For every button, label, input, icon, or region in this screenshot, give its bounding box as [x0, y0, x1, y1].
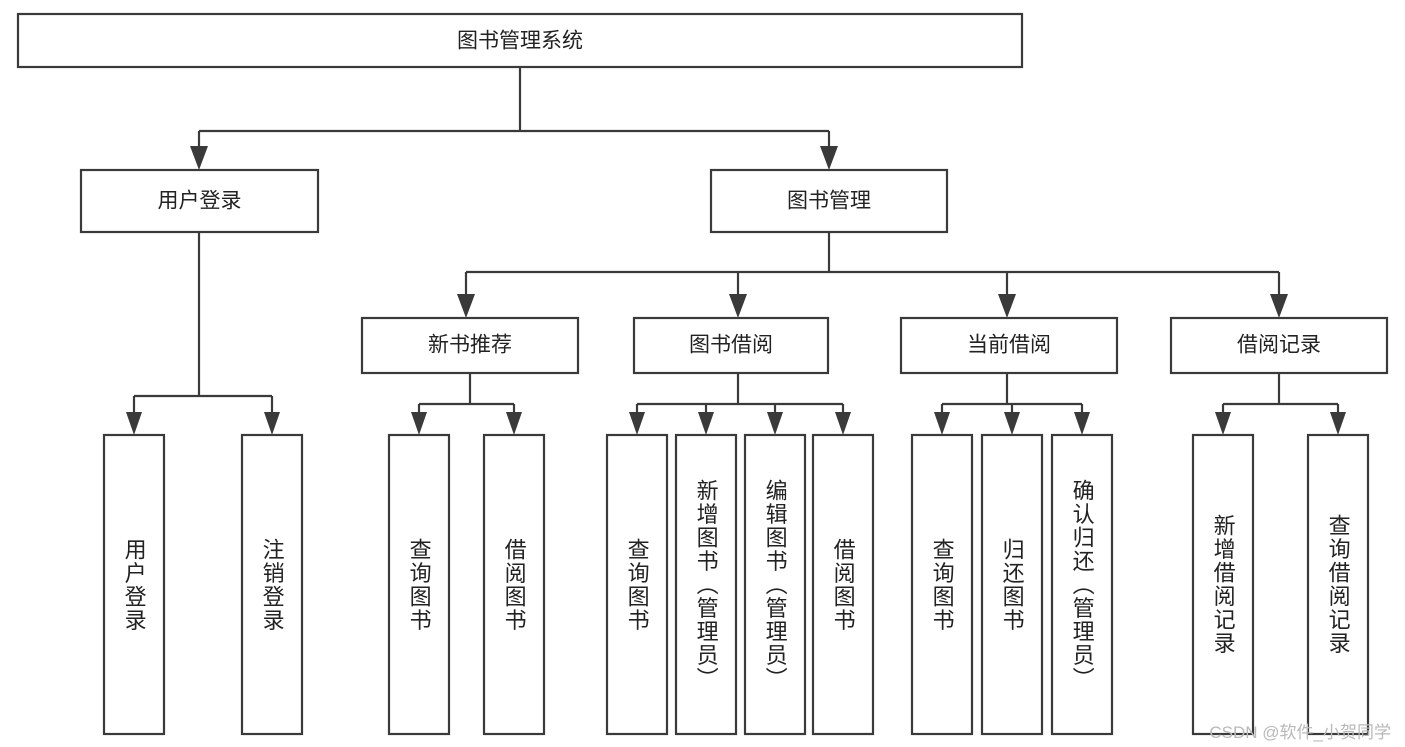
arrowhead-leaf-confirm-return — [1074, 412, 1090, 435]
arrowhead-leaf-query-book-1 — [411, 412, 427, 435]
node-borrow-record[interactable]: 借阅记录 — [1169, 316, 1389, 375]
arrowhead-leaf-query-book-2 — [629, 412, 645, 435]
connector-group-root — [190, 67, 838, 170]
leaf-box-query-record[interactable] — [1306, 433, 1370, 736]
leaf-box-query-book-3[interactable] — [910, 433, 974, 736]
node-borrow-record-label: 借阅记录 — [1237, 334, 1321, 357]
node-current-borrow[interactable]: 当前借阅 — [899, 316, 1119, 375]
leaf-box-borrow-book-1[interactable] — [482, 433, 546, 736]
leaf-box-return-book[interactable] — [980, 433, 1044, 736]
leaf-box-add-record[interactable] — [1191, 433, 1255, 736]
node-book-borrow-box[interactable] — [632, 316, 830, 375]
arrowhead-user-login — [190, 146, 208, 170]
node-current-borrow-label: 当前借阅 — [967, 334, 1051, 357]
leaf-box-add-book[interactable] — [674, 433, 738, 736]
arrowhead-new-book-recommend — [457, 294, 475, 318]
node-user-login-box[interactable] — [79, 168, 320, 234]
node-book-management-box[interactable] — [709, 168, 949, 234]
arrowhead-book-borrow — [729, 294, 747, 318]
node-root-label: 图书管理系统 — [457, 30, 583, 53]
arrowhead-book-management — [820, 146, 838, 170]
arrowhead-leaf-borrow-book-2 — [835, 412, 851, 435]
arrowhead-leaf-add-record — [1215, 412, 1231, 435]
node-new-book-recommend[interactable]: 新书推荐 — [360, 316, 580, 375]
node-borrow-record-box[interactable] — [1169, 316, 1389, 375]
node-root[interactable]: 图书管理系统 — [16, 12, 1024, 69]
connector-group-book-borrow — [629, 373, 851, 435]
arrowhead-borrow-record — [1270, 294, 1288, 318]
node-user-login[interactable]: 用户登录 — [79, 168, 320, 234]
connector-group-borrow-record — [1215, 373, 1346, 435]
node-book-management[interactable]: 图书管理 — [709, 168, 949, 234]
arrowhead-leaf-borrow-book-1 — [506, 412, 522, 435]
leaf-box-query-book-1[interactable] — [387, 433, 451, 736]
node-new-book-recommend-label: 新书推荐 — [428, 334, 512, 357]
arrowhead-leaf-query-book-3 — [934, 412, 950, 435]
leaf-box-user-logout[interactable] — [240, 433, 304, 736]
node-current-borrow-box[interactable] — [899, 316, 1119, 375]
node-new-book-recommend-box[interactable] — [360, 316, 580, 375]
arrowhead-leaf-query-record — [1330, 412, 1346, 435]
arrowhead-leaf-return-book — [1004, 412, 1020, 435]
node-book-borrow[interactable]: 图书借阅 — [632, 316, 830, 375]
node-user-login-label: 用户登录 — [158, 190, 242, 213]
leaf-box-edit-book[interactable] — [743, 433, 807, 736]
watermark: CSDN @软件_小贺同学 — [1209, 723, 1391, 742]
leaf-box-borrow-book-2[interactable] — [811, 433, 875, 736]
arrowhead-current-borrow — [998, 294, 1016, 318]
arrowhead-leaf-add-book — [698, 412, 714, 435]
leaf-boxes-group — [102, 433, 1370, 736]
connector-group-current-borrow — [934, 373, 1090, 435]
leaf-box-user-login[interactable] — [102, 433, 166, 736]
arrowhead-leaf-user-logout — [264, 412, 280, 435]
arrowhead-leaf-edit-book — [767, 412, 783, 435]
connector-group-user-login — [126, 232, 280, 435]
node-root-box[interactable] — [16, 12, 1024, 69]
arrowhead-leaf-user-login — [126, 412, 142, 435]
node-book-management-label: 图书管理 — [787, 190, 871, 213]
connector-group-book-management — [457, 232, 1288, 318]
node-book-borrow-label: 图书借阅 — [689, 334, 773, 357]
leaf-box-confirm-return[interactable] — [1050, 433, 1114, 736]
connector-group-new-book-recommend — [411, 373, 522, 435]
leaf-box-query-book-2[interactable] — [605, 433, 669, 736]
